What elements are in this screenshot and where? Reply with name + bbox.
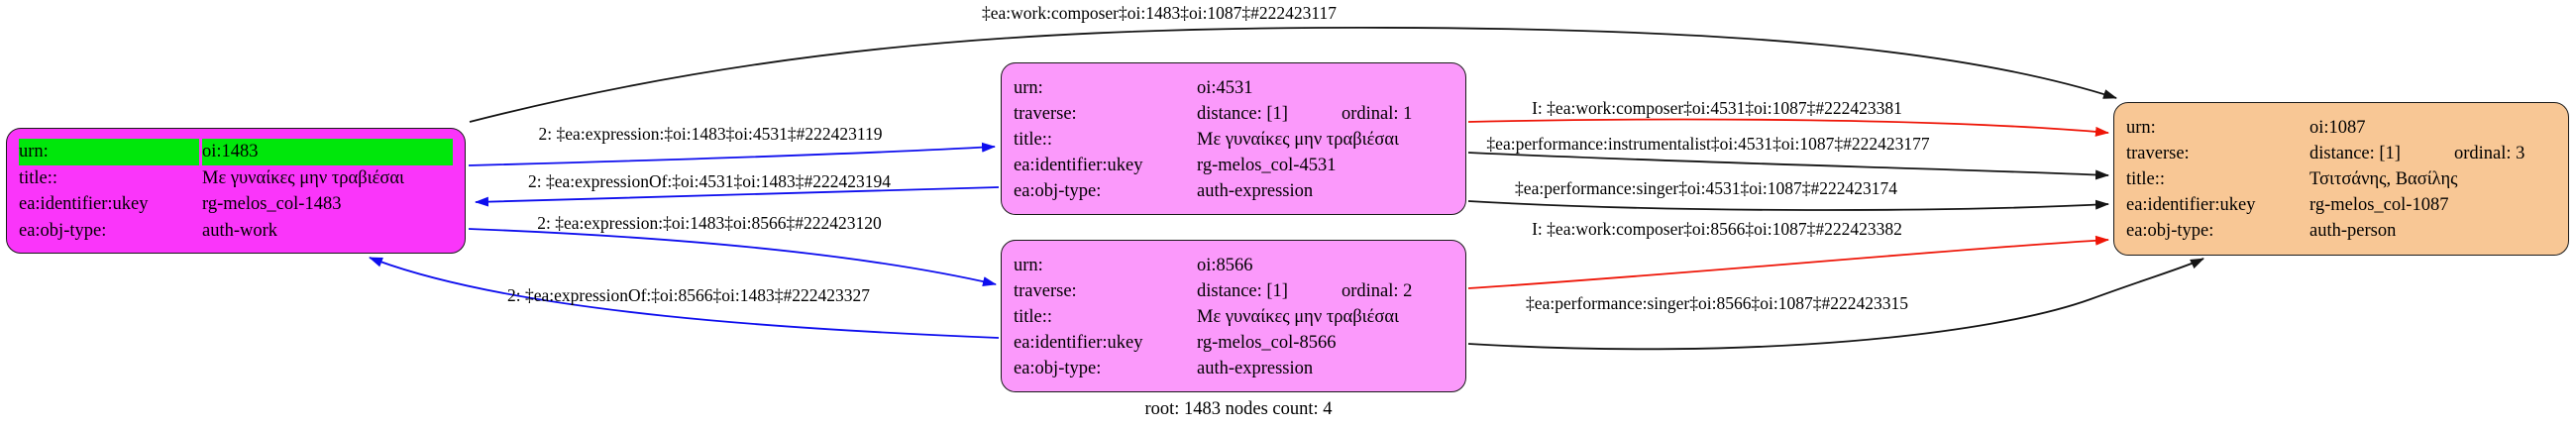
field-title: title:: Με γυναίκες μην τραβιέσαι (7, 165, 465, 192)
field-value: distance: [1] ordinal: 1 (1197, 101, 1453, 127)
field-value: auth-expression (1197, 359, 1314, 378)
field-label: title:: (19, 167, 58, 188)
edge-composer-4531-1087 (1467, 118, 2109, 137)
edge-expressionOf-4531-1483 (475, 186, 1000, 207)
field-label: urn: (1014, 78, 1043, 98)
field-label: title:: (2126, 169, 2166, 189)
field-label: ea:obj-type: (1014, 181, 1102, 201)
field-label: ea:identifier:ukey (2126, 195, 2256, 215)
field-label: title:: (1014, 307, 1053, 327)
node-work-1483[interactable]: urn: oi:1483 title:: Με γυναίκες μην τρα… (6, 128, 466, 254)
edge-expressionOf-8566-1483 (369, 257, 1000, 339)
field-value: oi:1483 (202, 139, 453, 165)
field-value: auth-person (2309, 221, 2397, 241)
edge-label-expression-1483-4531: 2: ‡ea:expression:‡oi:1483‡oi:4531‡#2224… (538, 124, 883, 144)
field-urn: urn: oi:1483 (7, 139, 465, 165)
field-label: traverse: (1014, 104, 1077, 124)
field-value: oi:1087 (2309, 118, 2366, 138)
field-value: oi:4531 (1197, 78, 1253, 98)
field-ukey: ea:identifier:ukey rg-melos_col-1483 (7, 191, 465, 218)
edge-label-expression-1483-8566: 2: ‡ea:expression:‡oi:1483‡oi:8566‡#2224… (537, 213, 882, 233)
node-expression-4531[interactable]: urn: oi:4531 traverse: distance: [1] ordi… (1001, 62, 1466, 215)
field-value: Με γυναίκες μην τραβιέσαι (202, 167, 404, 188)
edge-composer-1483-1087 (469, 26, 2117, 123)
field-value: Με γυναίκες μην τραβιέσαι (1197, 307, 1399, 327)
traverse-distance: distance: [1] (2309, 144, 2401, 163)
field-value: auth-expression (1197, 181, 1314, 201)
field-obj-type: ea:obj-type: auth-expression (1002, 356, 1465, 381)
edge-label-expressionOf-4531-1483: 2: ‡ea:expressionOf:‡oi:4531‡oi:1483‡#22… (527, 171, 892, 191)
field-label: urn: (1014, 256, 1043, 275)
field-label: traverse: (1014, 281, 1077, 301)
field-title: title:: Με γυναίκες μην τραβιέσαι (1002, 127, 1465, 153)
field-label: ea:identifier:ukey (1014, 156, 1143, 175)
traverse-distance: distance: [1] (1197, 104, 1288, 124)
field-value: rg-melos_col-4531 (1197, 156, 1337, 175)
field-urn: urn: oi:4531 (1002, 75, 1465, 101)
edge-label-composer-4531-1087: I: ‡ea:work:composer‡oi:4531‡oi:1087‡#22… (1532, 98, 1902, 118)
field-traverse: traverse: distance: [1] ordinal: 1 (1002, 101, 1465, 127)
field-ukey: ea:identifier:ukey rg-melos_col-1087 (2114, 192, 2568, 218)
field-label: ea:obj-type: (19, 220, 107, 241)
field-value: distance: [1] ordinal: 2 (1197, 278, 1453, 304)
field-obj-type: ea:obj-type: auth-person (2114, 218, 2568, 244)
field-label: urn: (19, 139, 199, 165)
field-urn: urn: oi:8566 (1002, 253, 1465, 278)
graph-caption: root: 1483 nodes count: 4 (1144, 399, 1333, 419)
edge-label-composer-1483-1087: ‡ea:work:composer‡oi:1483‡oi:1087‡#22242… (981, 3, 1338, 23)
field-value: rg-melos_col-1483 (202, 194, 342, 214)
edge-expression-1483-8566 (468, 228, 997, 286)
field-urn: urn: oi:1087 (2114, 115, 2568, 141)
field-label: title:: (1014, 130, 1053, 150)
field-label: ea:obj-type: (1014, 359, 1102, 378)
field-value: auth-work (202, 220, 278, 241)
node-expression-8566[interactable]: urn: oi:8566 traverse: distance: [1] ordi… (1001, 240, 1466, 392)
field-value: Με γυναίκες μην τραβιέσαι (1197, 130, 1399, 150)
field-value: oi:8566 (1197, 256, 1253, 275)
edge-label-instrumentalist-4531-1087: ‡ea:performance:instrumentalist‡oi:4531‡… (1486, 134, 1930, 154)
traverse-ordinal: ordinal: 3 (2454, 144, 2525, 163)
field-obj-type: ea:obj-type: auth-expression (1002, 178, 1465, 204)
field-label: urn: (2126, 118, 2156, 138)
edge-label-expressionOf-8566-1483: 2: ‡ea:expressionOf:‡oi:8566‡oi:1483‡#22… (506, 285, 871, 305)
field-ukey: ea:identifier:ukey rg-melos_col-8566 (1002, 330, 1465, 356)
field-title: title:: Τσιτσάνης, Βασίλης (2114, 166, 2568, 192)
field-value: Τσιτσάνης, Βασίλης (2309, 169, 2458, 189)
field-value: rg-melos_col-8566 (1197, 333, 1337, 353)
edge-expression-1483-4531 (468, 142, 996, 166)
field-traverse: traverse: distance: [1] ordinal: 2 (1002, 278, 1465, 304)
edge-label-singer-4531-1087: ‡ea:performance:singer‡oi:4531‡oi:1087‡#… (1515, 178, 1897, 198)
field-traverse: traverse: distance: [1] ordinal: 3 (2114, 141, 2568, 166)
field-label: ea:obj-type: (2126, 221, 2214, 241)
edge-label-composer-8566-1087: I: ‡ea:work:composer‡oi:8566‡oi:1087‡#22… (1532, 219, 1902, 239)
edge-instrumentalist-4531-1087 (1467, 152, 2109, 180)
edge-singer-8566-1087 (1467, 258, 2204, 351)
traverse-distance: distance: [1] (1197, 281, 1288, 301)
field-obj-type: ea:obj-type: auth-work (7, 218, 465, 245)
field-value: distance: [1] ordinal: 3 (2309, 141, 2556, 166)
edge-singer-4531-1087 (1467, 199, 2109, 211)
traverse-ordinal: ordinal: 2 (1342, 281, 1413, 301)
field-value: rg-melos_col-1087 (2309, 195, 2449, 215)
field-ukey: ea:identifier:ukey rg-melos_col-4531 (1002, 153, 1465, 178)
field-title: title:: Με γυναίκες μην τραβιέσαι (1002, 304, 1465, 330)
field-label: ea:identifier:ukey (19, 194, 149, 214)
node-person-1087[interactable]: urn: oi:1087 traverse: distance: [1] ordi… (2113, 102, 2569, 256)
traverse-ordinal: ordinal: 1 (1342, 104, 1413, 124)
field-label: traverse: (2126, 144, 2190, 163)
edge-composer-8566-1087 (1467, 235, 2109, 289)
field-label: ea:identifier:ukey (1014, 333, 1143, 353)
edge-label-singer-8566-1087: ‡ea:performance:singer‡oi:8566‡oi:1087‡#… (1526, 293, 1908, 313)
